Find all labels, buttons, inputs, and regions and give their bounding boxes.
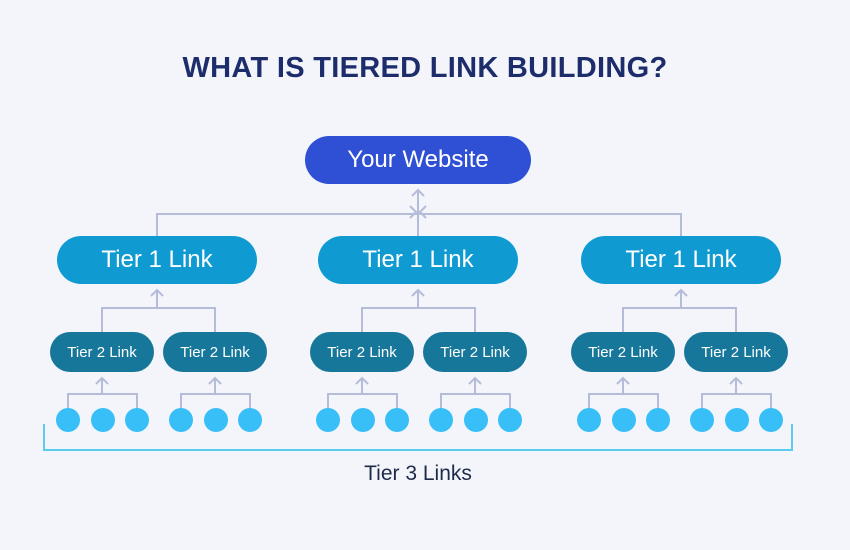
arrow-up-icon: [674, 288, 688, 297]
tier3-link-dot: [203, 408, 228, 432]
tier3-link-dot: [498, 408, 522, 432]
tier3-link-dot: [169, 408, 193, 432]
arrow-up-icon: [729, 376, 743, 385]
arrow-up-icon: [468, 376, 482, 385]
tier3-link-dot: [724, 408, 749, 432]
tier3-link-dot: [90, 408, 115, 432]
arrow-up-icon: [95, 376, 109, 385]
arrow-up-icon: [150, 288, 164, 297]
tier3-link-dot: [577, 408, 601, 432]
tier2-node: Tier 2 Link: [163, 332, 267, 372]
tier3-link-dot: [385, 408, 409, 432]
tier2-node: Tier 2 Link: [50, 332, 154, 372]
tier1-node: Tier 1 Link: [57, 236, 257, 284]
connector: [101, 307, 216, 332]
tier2-node: Tier 2 Link: [423, 332, 527, 372]
tier3-link-dot: [350, 408, 375, 432]
arrow-left-icon: [418, 205, 427, 219]
page-title: WHAT IS TIERED LINK BUILDING?: [182, 52, 668, 84]
arrow-right-icon: [409, 205, 418, 219]
tier3-link-dot: [429, 408, 453, 432]
connector: [361, 307, 476, 332]
arrow-up-icon: [355, 376, 369, 385]
tier2-node: Tier 2 Link: [571, 332, 675, 372]
tier3-link-dot: [316, 408, 340, 432]
arrow-up-icon: [411, 188, 425, 197]
arrow-up-icon: [208, 376, 222, 385]
tier3-link-dot: [238, 408, 262, 432]
tier3-link-dot: [759, 408, 783, 432]
your-website-node: Your Website: [305, 136, 531, 184]
arrow-up-icon: [411, 288, 425, 297]
tier2-node: Tier 2 Link: [684, 332, 788, 372]
tier1-node: Tier 1 Link: [581, 236, 781, 284]
connector: [622, 307, 737, 332]
tier3-link-dot: [463, 408, 488, 432]
arrow-up-icon: [616, 376, 630, 385]
tier2-node: Tier 2 Link: [310, 332, 414, 372]
tier3-link-dot: [690, 408, 714, 432]
tier3-link-dot: [125, 408, 149, 432]
tier3-label: Tier 3 Links: [364, 462, 472, 485]
tier1-node: Tier 1 Link: [318, 236, 518, 284]
tier3-link-dot: [646, 408, 670, 432]
tier3-link-dot: [611, 408, 636, 432]
tier3-bracket: [43, 424, 793, 451]
tier3-link-dot: [56, 408, 80, 432]
